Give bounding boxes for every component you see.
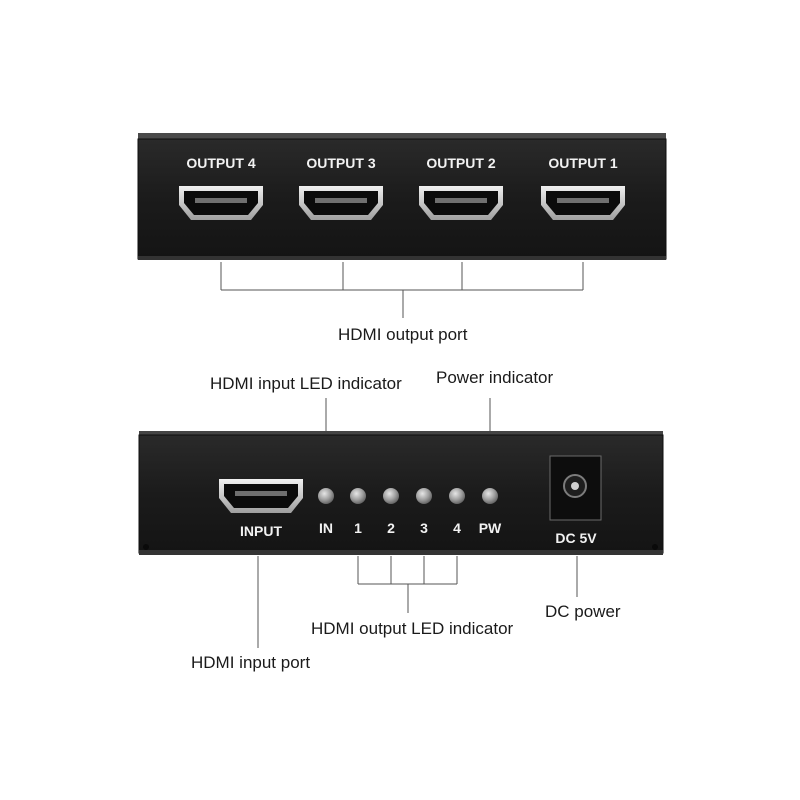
led-2-label: 2 — [387, 520, 395, 536]
output-panel-top-edge — [138, 133, 666, 141]
led-4-label: 4 — [453, 520, 461, 536]
hdmi-output-port-2 — [419, 186, 503, 220]
output-1-label: OUTPUT 1 — [548, 155, 618, 171]
led-4 — [449, 488, 465, 504]
input-panel-top-edge — [139, 431, 663, 437]
led-pw — [482, 488, 498, 504]
dc-5v-label: DC 5V — [555, 530, 597, 546]
callout-power-indicator: Power indicator — [436, 368, 554, 387]
output-panel-bottom-edge — [138, 256, 666, 260]
output-4-label: OUTPUT 4 — [186, 155, 256, 171]
dc-power-jack — [549, 455, 602, 521]
led-in-label: IN — [319, 520, 333, 536]
hdmi-output-port-3 — [299, 186, 383, 220]
hdmi-input-port — [219, 479, 303, 513]
led-in — [318, 488, 334, 504]
hdmi-output-port-1 — [541, 186, 625, 220]
led-3 — [416, 488, 432, 504]
callout-hdmi-output-port: HDMI output port — [338, 325, 468, 344]
led-row — [318, 488, 498, 504]
callout-hdmi-input-led: HDMI input LED indicator — [210, 374, 402, 393]
panel-screw-left — [143, 544, 149, 550]
input-label: INPUT — [240, 523, 282, 539]
input-panel-bottom-edge — [139, 550, 663, 555]
callout-lines — [257, 398, 578, 648]
led-1 — [350, 488, 366, 504]
hdmi-port-pins — [315, 198, 367, 203]
hdmi-port-pins — [195, 198, 247, 203]
hdmi-output-port-4 — [179, 186, 263, 220]
led-pw-label: PW — [478, 520, 502, 536]
output-port-bracket — [220, 262, 584, 318]
callout-dc-power: DC power — [545, 602, 621, 621]
output-2-label: OUTPUT 2 — [426, 155, 496, 171]
dc-jack-pin — [571, 482, 579, 490]
hdmi-port-pins — [435, 198, 487, 203]
led-1-label: 1 — [354, 520, 362, 536]
callout-hdmi-input-port: HDMI input port — [191, 653, 311, 672]
led-2 — [383, 488, 399, 504]
hdmi-port-pins — [557, 198, 609, 203]
led-3-label: 3 — [420, 520, 428, 536]
callout-hdmi-output-led: HDMI output LED indicator — [311, 619, 514, 638]
hdmi-port-pins — [235, 491, 287, 496]
panel-screw-right — [652, 544, 658, 550]
output-3-label: OUTPUT 3 — [306, 155, 376, 171]
